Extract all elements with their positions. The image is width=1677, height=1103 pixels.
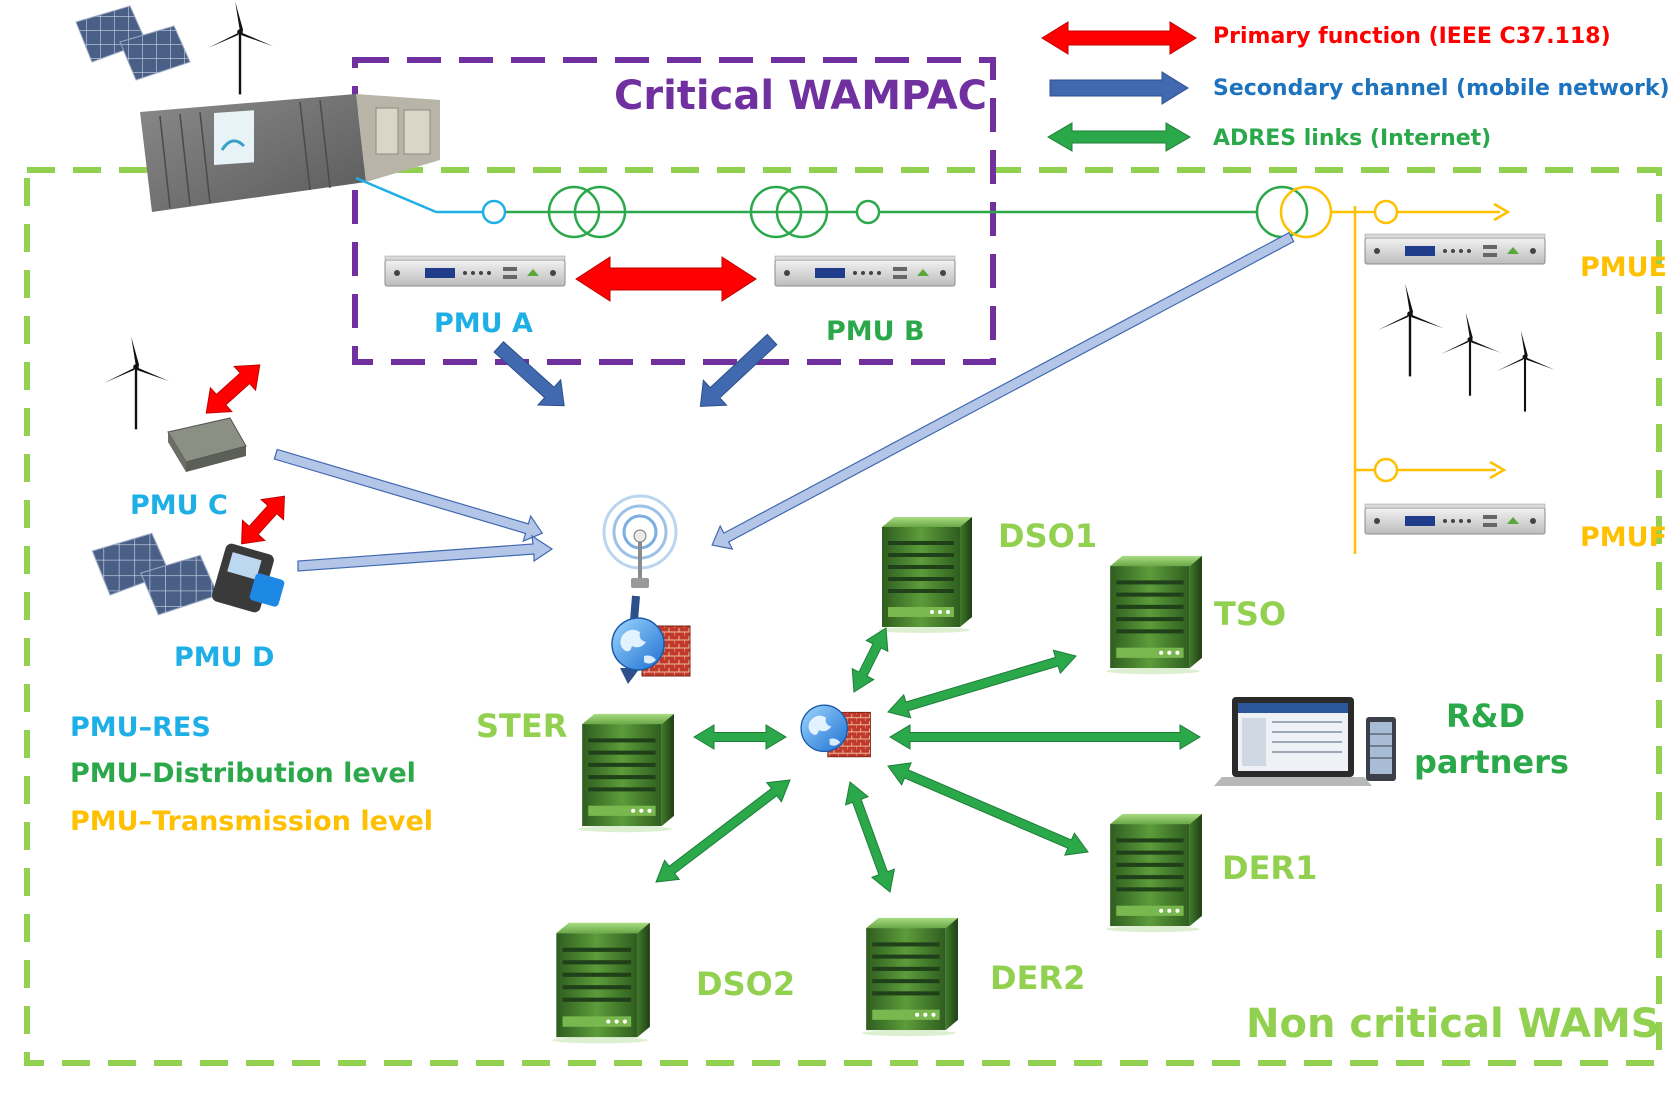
transformer-icon-3 xyxy=(1255,185,1333,239)
node-circle-e xyxy=(1373,199,1399,225)
node-circle-f xyxy=(1373,457,1399,483)
der1-label: DER1 xyxy=(1222,849,1318,887)
container-icon xyxy=(140,94,440,212)
trans-arrowhead-e xyxy=(1493,202,1511,222)
adres-link-ster xyxy=(693,724,787,750)
secondary-arrow-pmu-d xyxy=(297,534,554,572)
wind-turbine-icon xyxy=(1439,310,1502,398)
trans-arrowhead-f xyxy=(1489,460,1507,480)
pmu-e-label: PMUE xyxy=(1580,252,1668,283)
ster-label: STER xyxy=(476,707,568,745)
solar-panel-icon xyxy=(75,5,191,81)
server-der1-icon xyxy=(1106,813,1202,933)
dso1-label: DSO1 xyxy=(998,517,1098,555)
transformer-icon-2 xyxy=(749,185,829,239)
adres-link-der1 xyxy=(887,762,1089,856)
adres-link-rd xyxy=(889,724,1201,750)
category-res-label: PMU–RES xyxy=(70,712,211,743)
rd-label-line1: R&D xyxy=(1446,697,1526,735)
rd-device-icon xyxy=(1366,717,1396,781)
solar-panel-icon xyxy=(91,532,219,616)
server-dso1-icon xyxy=(878,517,972,633)
rd-laptop-icon xyxy=(1214,697,1372,786)
secondary-arrow-pmu-b xyxy=(699,333,778,407)
secondary-arrow-pmu-a xyxy=(493,340,565,407)
adres-link-dso2 xyxy=(655,779,791,883)
wind-turbine-icon xyxy=(1495,328,1556,414)
noncritical-zone-border xyxy=(24,167,1662,1066)
category-trans-label: PMU–Transmission level xyxy=(70,806,434,837)
primary-arrow-d xyxy=(241,495,285,545)
legend-primary-label: Primary function (IEEE C37.118) xyxy=(1213,24,1611,49)
pmu-f-label: PMUF xyxy=(1580,522,1668,553)
secondary-arrow-pmu-e xyxy=(711,231,1295,550)
feeder-line-cyan xyxy=(355,176,437,214)
wind-turbine-icon xyxy=(206,0,275,96)
legend-secondary-label: Secondary channel (mobile network) xyxy=(1213,76,1670,101)
adres-links xyxy=(655,627,1201,893)
pmu-a-label: PMU A xyxy=(434,308,533,339)
pmu-b-label: PMU B xyxy=(826,316,925,347)
critical-zone-label: Critical WAMPAC xyxy=(614,73,988,119)
der2-label: DER2 xyxy=(990,959,1086,997)
wind-turbine-icon xyxy=(102,335,172,431)
pmu-c-label: PMU C xyxy=(130,490,228,521)
node-circle-a xyxy=(481,199,507,225)
pmu-f-device xyxy=(1364,503,1546,535)
pmu-d-label: PMU D xyxy=(174,642,275,673)
wind-turbine-icon xyxy=(1376,282,1446,378)
pmu-a-device xyxy=(384,255,566,287)
legend-adres-label: ADRES links (Internet) xyxy=(1213,126,1492,151)
adres-link-tso xyxy=(887,649,1077,719)
tso-label: TSO xyxy=(1214,595,1287,633)
category-dist-label: PMU–Distribution level xyxy=(70,758,416,789)
pmu-c-device xyxy=(167,417,247,472)
rd-label-line2: partners xyxy=(1414,743,1569,781)
noncritical-zone-label: Non critical WAMS xyxy=(1246,1001,1660,1047)
pmu-d-device xyxy=(212,543,285,613)
legend-secondary-arrow xyxy=(1049,71,1189,105)
server-ster-icon xyxy=(578,713,674,833)
server-tso-icon xyxy=(1106,555,1202,675)
primary-arrow-c xyxy=(205,364,261,414)
dso2-label: DSO2 xyxy=(696,965,796,1003)
adres-link-der2 xyxy=(844,781,896,893)
secondary-arrow-pmu-c xyxy=(273,448,544,543)
node-circle-b xyxy=(855,199,881,225)
hub-globe-firewall-icon xyxy=(800,704,872,758)
pmu-e-device xyxy=(1364,233,1546,265)
transformer-icon-1 xyxy=(547,185,627,239)
server-der2-icon xyxy=(862,917,958,1037)
adres-link-dso1 xyxy=(851,627,889,693)
primary-arrow-ab xyxy=(575,256,757,302)
legend-adres-arrow xyxy=(1047,122,1191,152)
pmu-b-device xyxy=(774,255,956,287)
antenna-icon xyxy=(602,494,678,588)
legend-primary-arrow xyxy=(1041,21,1197,55)
server-dso2-icon xyxy=(552,922,650,1044)
gateway-globe-firewall-icon xyxy=(611,617,691,677)
